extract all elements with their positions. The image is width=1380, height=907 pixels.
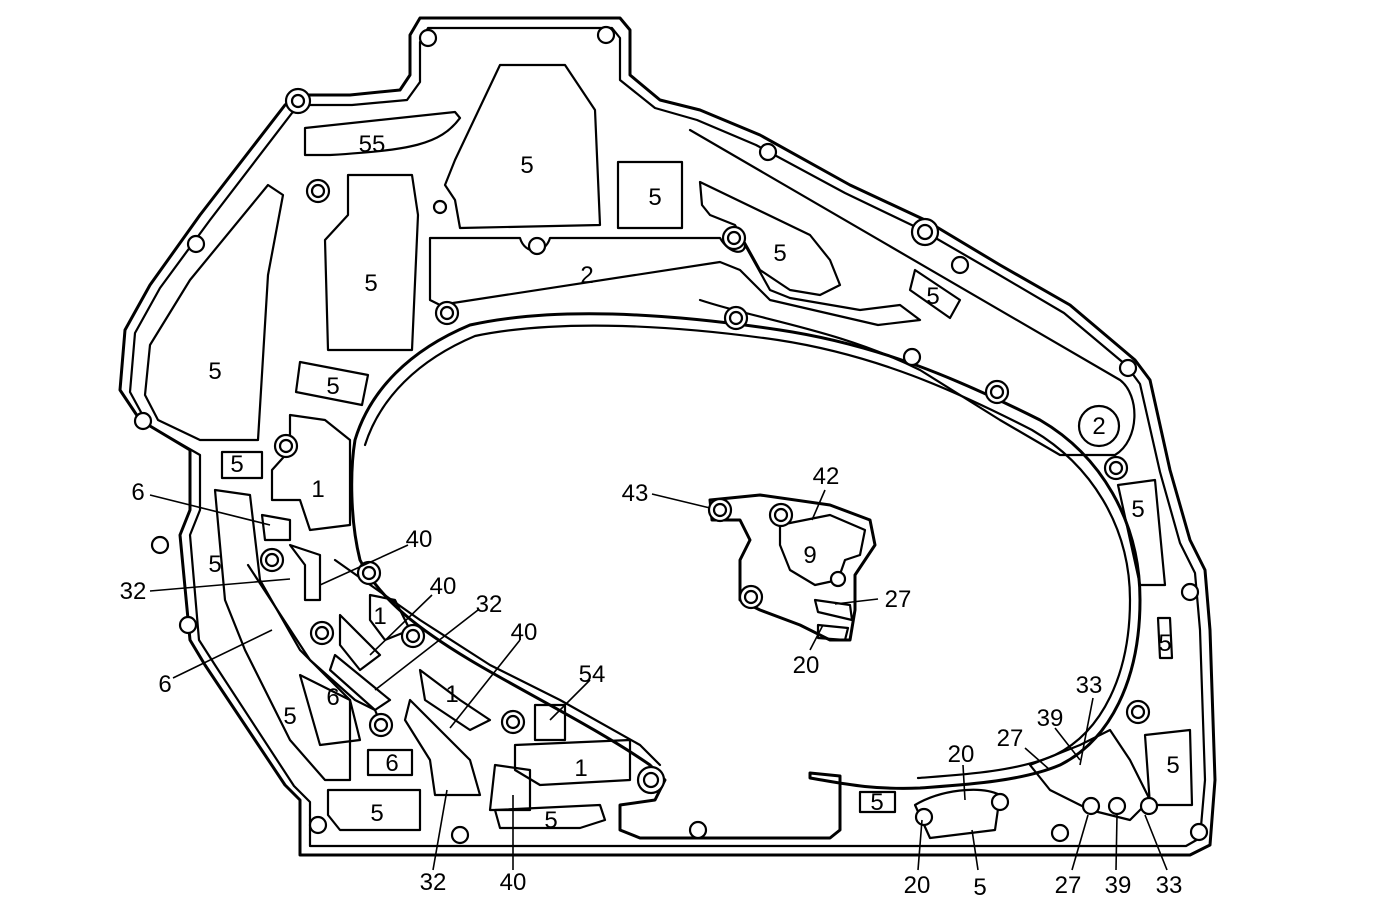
region-labels: 55 5 5 5 2 5 5 5 5 2 5 1 5 9 5 1 5 6 1 5… xyxy=(208,131,1179,834)
region-label-5: 5 xyxy=(364,270,377,297)
region-label-5: 5 xyxy=(870,789,883,816)
callout-40: 40 xyxy=(511,619,538,646)
callout-33: 33 xyxy=(1076,672,1103,699)
region-label-5: 5 xyxy=(208,358,221,385)
callout-32: 32 xyxy=(120,578,147,605)
callout-27: 27 xyxy=(885,586,912,613)
callout-40: 40 xyxy=(430,573,457,600)
region-label-5: 5 xyxy=(283,703,296,730)
region-label-5: 5 xyxy=(326,373,339,400)
region-label-5: 5 xyxy=(648,184,661,211)
region-label-6: 6 xyxy=(385,750,398,777)
region-label-5: 5 xyxy=(230,451,243,478)
callout-6: 6 xyxy=(131,479,144,506)
callout-54: 54 xyxy=(579,661,606,688)
callout-39: 39 xyxy=(1105,872,1132,899)
callout-39: 39 xyxy=(1037,705,1064,732)
region-label-5: 5 xyxy=(208,551,221,578)
callout-27: 27 xyxy=(1055,872,1082,899)
callout-20: 20 xyxy=(904,872,931,899)
region-label-1: 1 xyxy=(445,681,458,708)
callout-33: 33 xyxy=(1156,872,1183,899)
region-label-5: 5 xyxy=(370,800,383,827)
region-label-5: 5 xyxy=(773,240,786,267)
passage-outlines xyxy=(143,63,1194,840)
leader-lines xyxy=(149,489,1168,871)
region-label-5: 5 xyxy=(544,807,557,834)
callout-20: 20 xyxy=(948,741,975,768)
callout-40: 40 xyxy=(406,526,433,553)
callout-labels: 43 42 27 20 6 32 6 40 40 32 40 54 32 40 … xyxy=(120,463,1183,901)
region-label-1: 1 xyxy=(311,476,324,503)
region-label-1: 1 xyxy=(574,755,587,782)
region-label-5: 5 xyxy=(1158,630,1171,657)
callout-43: 43 xyxy=(622,480,649,507)
region-label-55: 55 xyxy=(359,131,386,158)
region-label-2: 2 xyxy=(580,262,593,289)
region-label-5: 5 xyxy=(520,152,533,179)
bolt-holes xyxy=(133,25,1209,845)
region-label-1: 1 xyxy=(373,603,386,630)
callout-42: 42 xyxy=(813,463,840,490)
callout-40: 40 xyxy=(500,869,527,896)
callout-32: 32 xyxy=(420,869,447,896)
region-label-6: 6 xyxy=(326,684,339,711)
callout-32: 32 xyxy=(476,591,503,618)
callout-27: 27 xyxy=(997,725,1024,752)
callout-6: 6 xyxy=(158,671,171,698)
region-label-5: 5 xyxy=(926,283,939,310)
region-label-2-circle: 2 xyxy=(1092,413,1105,440)
callout-20: 20 xyxy=(793,652,820,679)
region-label-9: 9 xyxy=(803,542,816,569)
callout-5: 5 xyxy=(973,874,986,901)
region-label-5: 5 xyxy=(1131,496,1144,523)
region-label-5: 5 xyxy=(1166,752,1179,779)
gasket-outline xyxy=(118,16,1217,857)
